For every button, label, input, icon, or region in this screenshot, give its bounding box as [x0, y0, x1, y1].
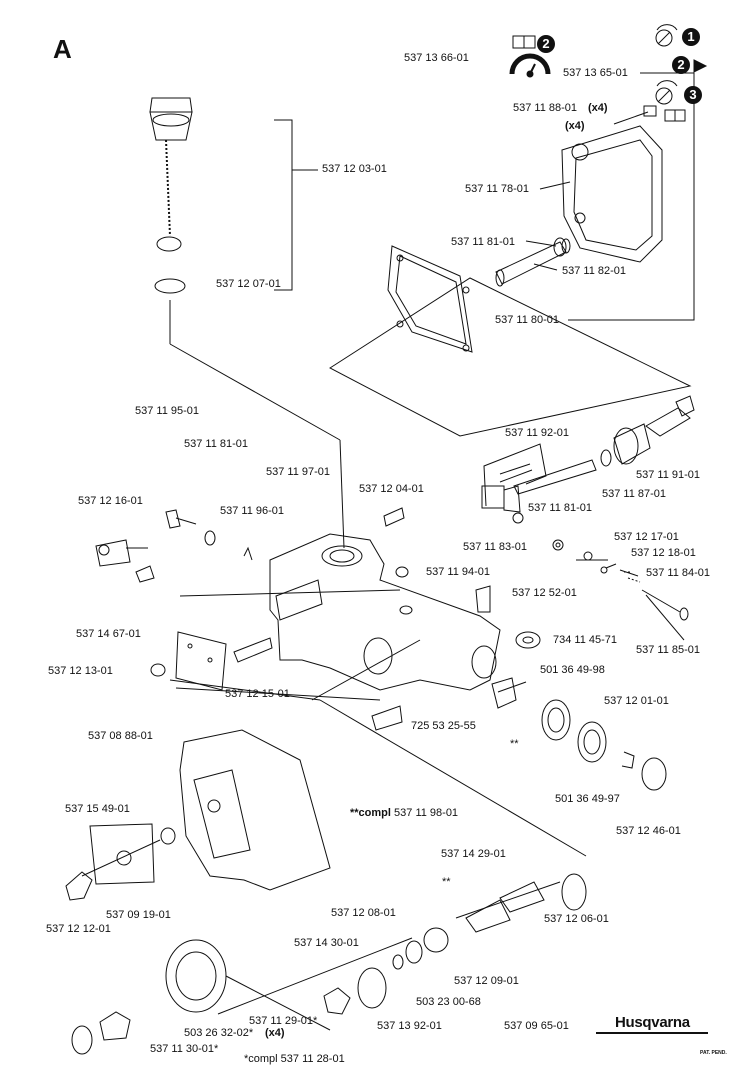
part-number: 537 09 19-01 [106, 909, 171, 921]
part-number: 537 12 07-01 [216, 278, 281, 290]
part-number: 734 11 45-71 [553, 634, 618, 646]
part-number: 725 53 25-55 [411, 720, 476, 732]
arrow-right-icon [693, 59, 708, 73]
part-number: 501 36 49-98 [540, 664, 605, 676]
part-number: 537 12 09-01 [454, 975, 519, 987]
quantity: (x4) [565, 120, 585, 132]
part-number: *compl 537 11 28-01 [244, 1053, 345, 1065]
part-number: 537 11 96-01 [220, 505, 285, 517]
part-number: 537 14 29-01 [441, 848, 506, 860]
patent-note: PAT. PEND. [700, 1050, 727, 1056]
part-number: 537 11 83-01 [463, 541, 528, 553]
part-number: 537 14 30-01 [294, 937, 359, 949]
spray-nozzle-part [95, 539, 155, 583]
part-number: 537 11 91-01 [636, 469, 701, 481]
part-number: 537 14 67-01 [76, 628, 141, 640]
part-number: 537 11 92-01 [505, 427, 570, 439]
part-number: 537 11 78-01 [465, 183, 530, 195]
part-number: 537 12 06-01 [544, 913, 609, 925]
compl-label: **compl 537 11 98-01 [350, 807, 458, 819]
part-number: 537 13 92-01 [377, 1020, 442, 1032]
part-number: 537 13 65-01 [563, 67, 628, 79]
part-number: 537 11 84-01 [646, 567, 711, 579]
main-housing-part [269, 533, 501, 691]
part-number: 503 23 00-68 [416, 996, 481, 1008]
brand-underline [596, 1032, 708, 1034]
part-number: 537 11 88-01 [513, 102, 578, 114]
bolt-part [150, 507, 491, 731]
part-number: 537 11 94-01 [426, 566, 491, 578]
part-number: 537 11 82-01 [562, 265, 627, 277]
pin-part [495, 237, 567, 287]
part-number: 537 11 81-01 [528, 502, 593, 514]
screwdriver-rotate-icon [655, 24, 678, 47]
pump-assembly-part [600, 395, 695, 467]
part-number: 537 12 12-01 [46, 923, 111, 935]
part-number: 537 11 81-01 [184, 438, 249, 450]
part-number: 537 12 15-01 [225, 688, 290, 700]
part-number: 537 12 18-01 [631, 547, 696, 559]
gasket-part [387, 245, 473, 353]
assembly-marker: ** [510, 738, 519, 750]
part-number: 503 26 32-02* [184, 1027, 254, 1039]
book-icon [512, 35, 536, 49]
step-badge: 1 [682, 28, 700, 46]
part-number: 537 11 87-01 [602, 488, 667, 500]
part-number: 537 11 95-01 [135, 405, 200, 417]
oil-cap-part [149, 97, 193, 294]
assembly-marker: ** [442, 876, 451, 888]
centrifugal-clutch-part [71, 1011, 131, 1055]
clutch-drum-part [165, 939, 331, 1031]
screwdriver-rotate-icon [655, 80, 678, 105]
step-badge: 3 [684, 86, 702, 104]
part-number: 537 12 17-01 [614, 531, 679, 543]
part-number: 537 11 85-01 [636, 644, 701, 656]
gear-cover-part [561, 105, 663, 263]
bracket-plate-part [175, 631, 227, 691]
part-number: 537 12 01-01 [604, 695, 669, 707]
part-number: 537 12 04-01 [359, 483, 424, 495]
step-badge: 2 [537, 35, 555, 53]
part-number: 537 11 97-01 [266, 466, 331, 478]
sprocket-cover-part [179, 729, 331, 891]
part-number: 537 12 16-01 [78, 495, 143, 507]
part-number: 537 08 88-01 [88, 730, 153, 742]
part-number: 537 12 08-01 [331, 907, 396, 919]
part-number: 537 11 80-01 [495, 314, 560, 326]
fitting-part [481, 485, 524, 524]
bearing-part [423, 699, 607, 953]
part-number: 537 12 13-01 [48, 665, 113, 677]
part-number: 537 12 03-01 [322, 163, 387, 175]
part-number: 537 09 65-01 [504, 1020, 569, 1032]
quantity: (x4) [588, 102, 608, 114]
part-number: 537 12 46-01 [616, 825, 681, 837]
part-number: 537 12 52-01 [512, 587, 577, 599]
quantity: (x4) [265, 1027, 285, 1039]
compl-prefix: **compl [350, 807, 391, 819]
part-number: 537 13 66-01 [404, 52, 469, 64]
part-number: 537 11 29-01* [249, 1015, 318, 1027]
step-badge: 2 [672, 56, 690, 74]
torque-gauge-icon [509, 53, 551, 78]
brand-logo: Husqvarna [615, 1014, 690, 1031]
book-icon [664, 109, 686, 122]
section-letter: A [53, 34, 72, 64]
part-number: 537 15 49-01 [65, 803, 130, 815]
part-number: 501 36 49-97 [555, 793, 620, 805]
part-number: 537 11 98-01 [394, 807, 459, 819]
part-number: 537 11 30-01* [150, 1043, 219, 1055]
part-number: 537 11 81-01 [451, 236, 516, 248]
